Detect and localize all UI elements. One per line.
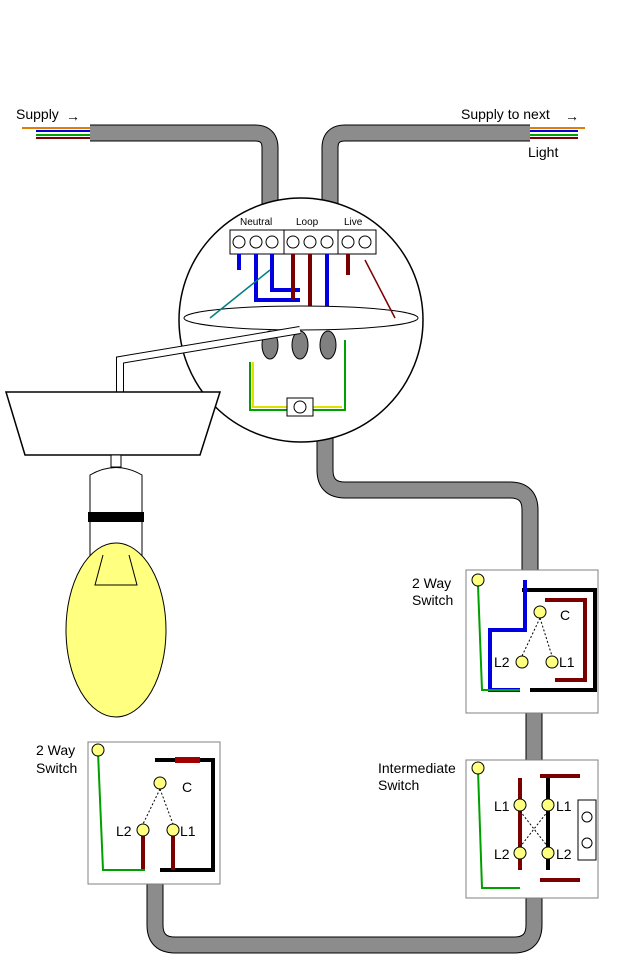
intermediate-l1-right: L1	[556, 798, 572, 814]
cables	[90, 124, 543, 954]
switch-intermediate	[465, 759, 599, 899]
intermediate-title-1: Intermediate	[378, 760, 456, 776]
rose-shelf	[183, 305, 419, 331]
neutral-label: Neutral	[240, 217, 272, 228]
switch-left-l1: L1	[180, 823, 196, 839]
switch-right-l1: L1	[559, 654, 575, 670]
lamp-holder-band	[88, 512, 144, 522]
pendant-flex	[116, 326, 301, 395]
supply-label: Supply	[16, 106, 59, 122]
supply-cores	[22, 127, 90, 139]
bulb-filament	[94, 554, 138, 586]
terminal-screws	[232, 235, 372, 249]
supply-next-label-line2: Light	[528, 144, 558, 160]
switch-left-l2: L2	[116, 823, 132, 839]
switch-right-l2: L2	[494, 654, 510, 670]
switch-right	[465, 569, 599, 714]
intermediate-l2-right: L2	[556, 846, 572, 862]
lamp-stem	[110, 454, 122, 468]
ceiling-rose	[178, 197, 424, 443]
switch-right-c: C	[560, 607, 570, 623]
switch-left-title-2: Switch	[36, 760, 77, 776]
bulb	[65, 542, 167, 718]
supply-next-label: Supply to next	[461, 106, 550, 122]
supply-next-cores	[530, 127, 585, 139]
intermediate-l1-left: L1	[494, 798, 510, 814]
supply-arrow: →	[66, 108, 80, 124]
supply-next-arrow: →	[565, 108, 579, 124]
labels: Supply → Supply to next → Light Neutral …	[16, 106, 579, 862]
switch-left-c: C	[182, 779, 192, 795]
lamp-shade	[4, 391, 222, 456]
switch-right-title-2: Switch	[412, 592, 453, 608]
switch-right-title-1: 2 Way	[412, 575, 451, 591]
loop-label: Loop	[296, 217, 319, 228]
live-label: Live	[344, 217, 363, 228]
lamp-holder	[89, 467, 143, 556]
switch-left-title-1: 2 Way	[36, 742, 75, 758]
intermediate-l2-left: L2	[494, 846, 510, 862]
switch-left	[87, 741, 221, 885]
intermediate-title-2: Switch	[378, 777, 419, 793]
